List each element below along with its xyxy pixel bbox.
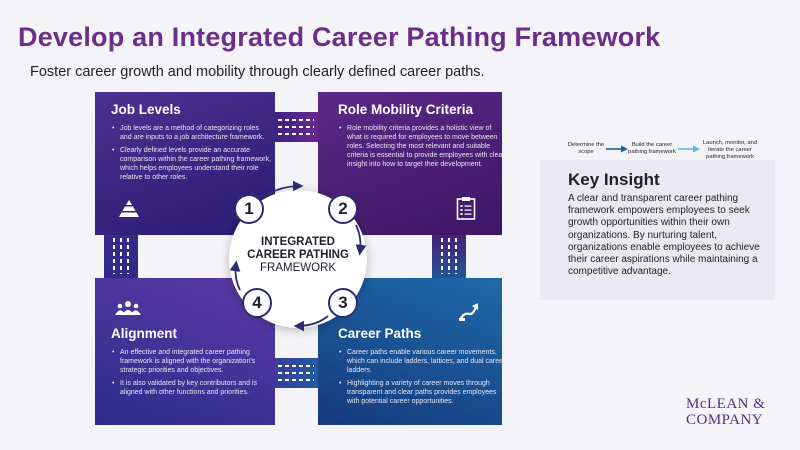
flow-arrow-icon	[678, 145, 700, 153]
step-4-badge: 4	[242, 288, 272, 318]
panel-title: Role Mobility Criteria	[338, 102, 474, 117]
logo-line-2: COMPANY	[686, 412, 764, 428]
center-line-3: FRAMEWORK	[259, 262, 337, 274]
process-step-2: Build the career pathing framework	[628, 142, 676, 155]
key-insight-box	[540, 160, 775, 300]
connector-right	[432, 230, 466, 282]
bullet-item: It is also validated by key contributors…	[112, 379, 276, 397]
bullet-item: Clearly defined levels provide an accura…	[112, 146, 272, 182]
bullet-item: Career paths enable various career movem…	[339, 348, 507, 375]
process-step-3: Launch, monitor, and iterate the career …	[702, 140, 758, 160]
center-line-1: INTEGRATED	[261, 236, 335, 248]
step-2-badge: 2	[328, 194, 358, 224]
panel-title: Alignment	[111, 326, 177, 341]
pyramid-icon	[119, 200, 139, 217]
panel-title: Career Paths	[338, 326, 422, 341]
key-insight-title: Key Insight	[568, 170, 660, 189]
page-subtitle: Foster career growth and mobility throug…	[30, 64, 485, 80]
panel-title: Job Levels	[111, 102, 181, 117]
clipboard-checklist-icon	[456, 197, 476, 220]
step-1-badge: 1	[234, 194, 264, 224]
flow-arrow-icon	[606, 145, 628, 153]
page-title: Develop an Integrated Career Pathing Fra…	[18, 22, 661, 52]
growth-arrow-icon	[459, 303, 478, 321]
step-3-badge: 3	[328, 288, 358, 318]
connector-top	[270, 112, 322, 142]
process-step-1: Determine the scope	[567, 142, 605, 155]
bullet-item: An effective and integrated career pathi…	[112, 348, 276, 375]
connector-left	[104, 230, 138, 282]
center-line-2: CAREER PATHING	[247, 249, 349, 261]
people-group-icon	[115, 301, 141, 315]
logo-line-1: McLEAN &	[686, 396, 766, 412]
bullet-item: Highlighting a variety of career moves t…	[339, 379, 507, 406]
key-insight-text: A clear and transparent career pathing f…	[568, 193, 760, 278]
bullet-item: Job levels are a method of categorizing …	[112, 124, 272, 142]
bullet-item: Role mobility criteria provides a holist…	[339, 124, 505, 169]
connector-bottom	[270, 358, 322, 388]
